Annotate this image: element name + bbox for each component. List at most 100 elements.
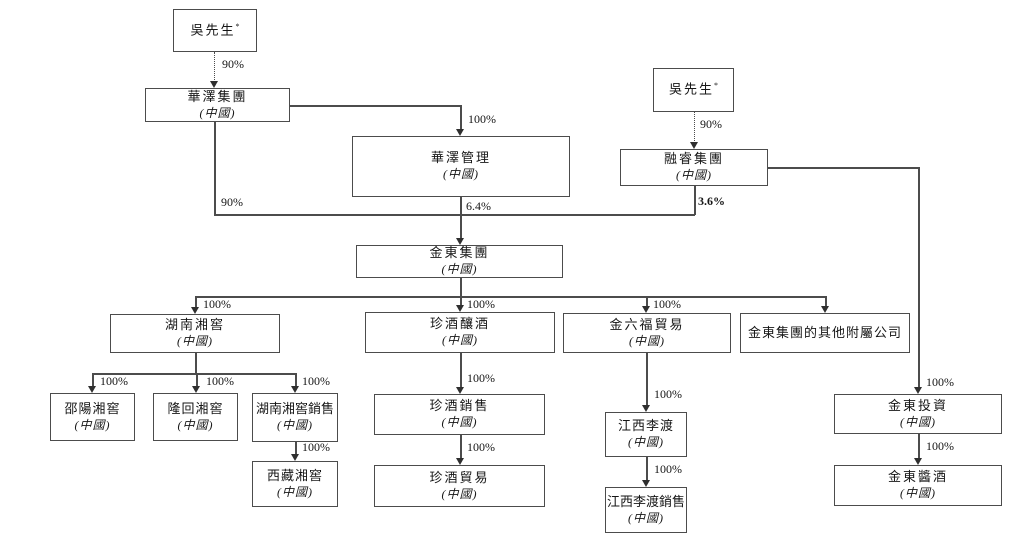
org-box-longhui-xiangjiao: 隆回湘窖 (中國) xyxy=(153,393,238,441)
company-name: 金東醬酒 xyxy=(887,469,948,485)
ownership-label-wu-right-rongrui: 90% xyxy=(700,117,722,131)
ownership-label-jindong-jinliufu: 100% xyxy=(653,297,681,311)
connector-brewing-to-sales xyxy=(460,353,462,388)
company-jurisdiction: (中國) xyxy=(277,418,313,433)
ownership-label-sales-xizang: 100% xyxy=(302,440,330,454)
company-jurisdiction: (中國) xyxy=(277,484,313,499)
connector-rongrui-down xyxy=(694,186,696,215)
org-box-jindong-jiangjiu: 金東醬酒 (中國) xyxy=(834,465,1002,506)
company-name: 珍酒貿易 xyxy=(429,469,490,485)
company-name: 珍酒銷售 xyxy=(429,398,490,414)
ownership-label-hunan-longhui: 100% xyxy=(206,374,234,388)
arrowhead-to-zhenjiu-brewing xyxy=(456,305,464,312)
connector-wu-left-to-huaze xyxy=(214,52,215,82)
ownership-label-wu-left-huaze: 90% xyxy=(222,57,244,71)
ownership-label-investment-jiangjiu: 100% xyxy=(926,439,954,453)
org-box-huaze-mgmt: 華澤管理 (中國) xyxy=(352,136,570,197)
ownership-label-rongrui-investment: 100% xyxy=(926,375,954,389)
footnote-marker: * xyxy=(235,21,240,31)
connector-branch-othersubs-v xyxy=(825,296,827,307)
company-jurisdiction: (中國) xyxy=(441,262,478,277)
company-jurisdiction: (中國) xyxy=(676,168,712,183)
arrowhead-to-zhenjiu-sales xyxy=(456,387,464,394)
connector-huaze-down xyxy=(214,122,216,215)
footnote-marker: * xyxy=(714,81,718,91)
company-name: 吳先生* xyxy=(190,22,239,39)
org-box-mr-wu-left: 吳先生* xyxy=(173,9,257,52)
ownership-label-rongrui-jindong: 3.6% xyxy=(698,194,725,208)
ownership-label-brewing-sales: 100% xyxy=(467,371,495,385)
company-jurisdiction: (中國) xyxy=(441,415,478,430)
company-name: 金東集團 xyxy=(429,245,490,261)
org-box-jinliufu-trading: 金六福貿易 (中國) xyxy=(563,313,731,353)
arrowhead-to-jinliufu xyxy=(642,306,650,313)
arrowhead-huaze-to-mgmt xyxy=(456,129,464,136)
arrowhead-to-xizang xyxy=(291,454,299,461)
connector-jinliufu-to-lidu xyxy=(646,353,648,406)
connector-branch-shaoyang-v xyxy=(92,373,94,387)
connector-branch-jinliufu-v xyxy=(646,296,648,307)
ownership-label-lidu-sales: 100% xyxy=(654,462,682,476)
arrowhead-to-shaoyang xyxy=(88,386,96,393)
arrowhead-to-lidu-sales xyxy=(642,480,650,487)
company-name: 華澤管理 xyxy=(430,150,491,166)
company-name: 珍酒釀酒 xyxy=(429,316,490,332)
org-box-jindong-other-subsidiaries: 金東集團的其他附屬公司 xyxy=(740,313,910,353)
company-name: 融睿集團 xyxy=(663,151,724,167)
org-box-zhenjiu-sales: 珍酒銷售 (中國) xyxy=(374,394,545,435)
company-jurisdiction: (中國) xyxy=(177,417,214,432)
company-name: 金六福貿易 xyxy=(609,316,685,332)
org-box-rongrui-group: 融睿集團 (中國) xyxy=(620,149,768,186)
arrowhead-wu-left-to-huaze xyxy=(210,81,218,88)
org-box-jindong-investment: 金東投資 (中國) xyxy=(834,394,1002,434)
company-jurisdiction: (中國) xyxy=(443,167,479,182)
connector-huaze-to-mgmt-v xyxy=(460,105,462,130)
company-jurisdiction: (中國) xyxy=(900,414,936,429)
company-name: 金東投資 xyxy=(887,397,948,413)
connector-hunan-branch-h xyxy=(92,373,296,375)
company-name-text: 吳先生 xyxy=(190,22,236,38)
connector-rongrui-to-investment-h xyxy=(768,167,919,169)
org-box-hunan-xiangjiao: 湖南湘窖 (中國) xyxy=(110,314,280,353)
company-jurisdiction: (中國) xyxy=(900,486,936,501)
arrowhead-to-other-subsidiaries xyxy=(821,306,829,313)
connector-branch-hunan-v xyxy=(195,296,197,308)
company-jurisdiction: (中國) xyxy=(441,486,478,501)
connector-sales-to-xizang xyxy=(295,442,297,455)
company-name: 江西李渡 xyxy=(617,418,674,434)
ownership-label-hunan-shaoyang: 100% xyxy=(100,374,128,388)
org-box-shaoyang-xiangjiao: 邵陽湘窖 (中國) xyxy=(50,393,135,441)
ownership-label-sales-trading: 100% xyxy=(467,440,495,454)
company-name: 邵陽湘窖 xyxy=(64,400,121,416)
arrowhead-to-jiangxi-lidu xyxy=(642,405,650,412)
org-box-mr-wu-right: 吳先生* xyxy=(653,68,734,112)
org-box-jiangxi-lidu: 江西李渡 (中國) xyxy=(605,412,687,457)
connector-rongrui-to-investment-v xyxy=(918,167,920,388)
ownership-label-huaze-mgmt: 100% xyxy=(468,112,496,126)
connector-branch-longhui-v xyxy=(196,373,198,387)
org-box-huaze-group: 華澤集團 (中國) xyxy=(145,88,290,122)
arrowhead-to-hunan-xiangjiao xyxy=(191,307,199,314)
connector-lidu-to-lidu-sales xyxy=(646,457,648,481)
arrowhead-to-jindong-group xyxy=(456,238,464,245)
company-jurisdiction: (中國) xyxy=(628,435,664,450)
arrowhead-wu-right-to-rongrui xyxy=(690,142,698,149)
connector-sales-to-trading xyxy=(460,435,462,459)
org-box-jiangxi-lidu-sales: 江西李渡銷售 (中國) xyxy=(605,487,687,533)
company-name: 華澤集團 xyxy=(187,88,248,104)
ownership-label-huaze-jindong: 90% xyxy=(221,195,243,209)
arrowhead-to-longhui xyxy=(192,386,200,393)
company-name: 湖南湘窖 xyxy=(164,317,225,333)
connector-junction-h xyxy=(214,214,695,216)
company-name: 江西李渡銷售 xyxy=(606,493,685,509)
company-name-text: 吳先生 xyxy=(668,81,714,97)
company-name: 湖南湘窖銷售 xyxy=(255,401,334,417)
connector-investment-to-jiangjiu xyxy=(918,434,920,459)
connector-jindong-branch-h xyxy=(195,296,826,298)
connector-branch-zhenjiu-v xyxy=(460,296,462,306)
connector-jindong-down xyxy=(460,278,462,297)
company-name: 吳先生* xyxy=(669,81,718,98)
ownership-label-mgmt-jindong: 6.4% xyxy=(466,199,491,213)
company-jurisdiction: (中國) xyxy=(629,333,665,348)
